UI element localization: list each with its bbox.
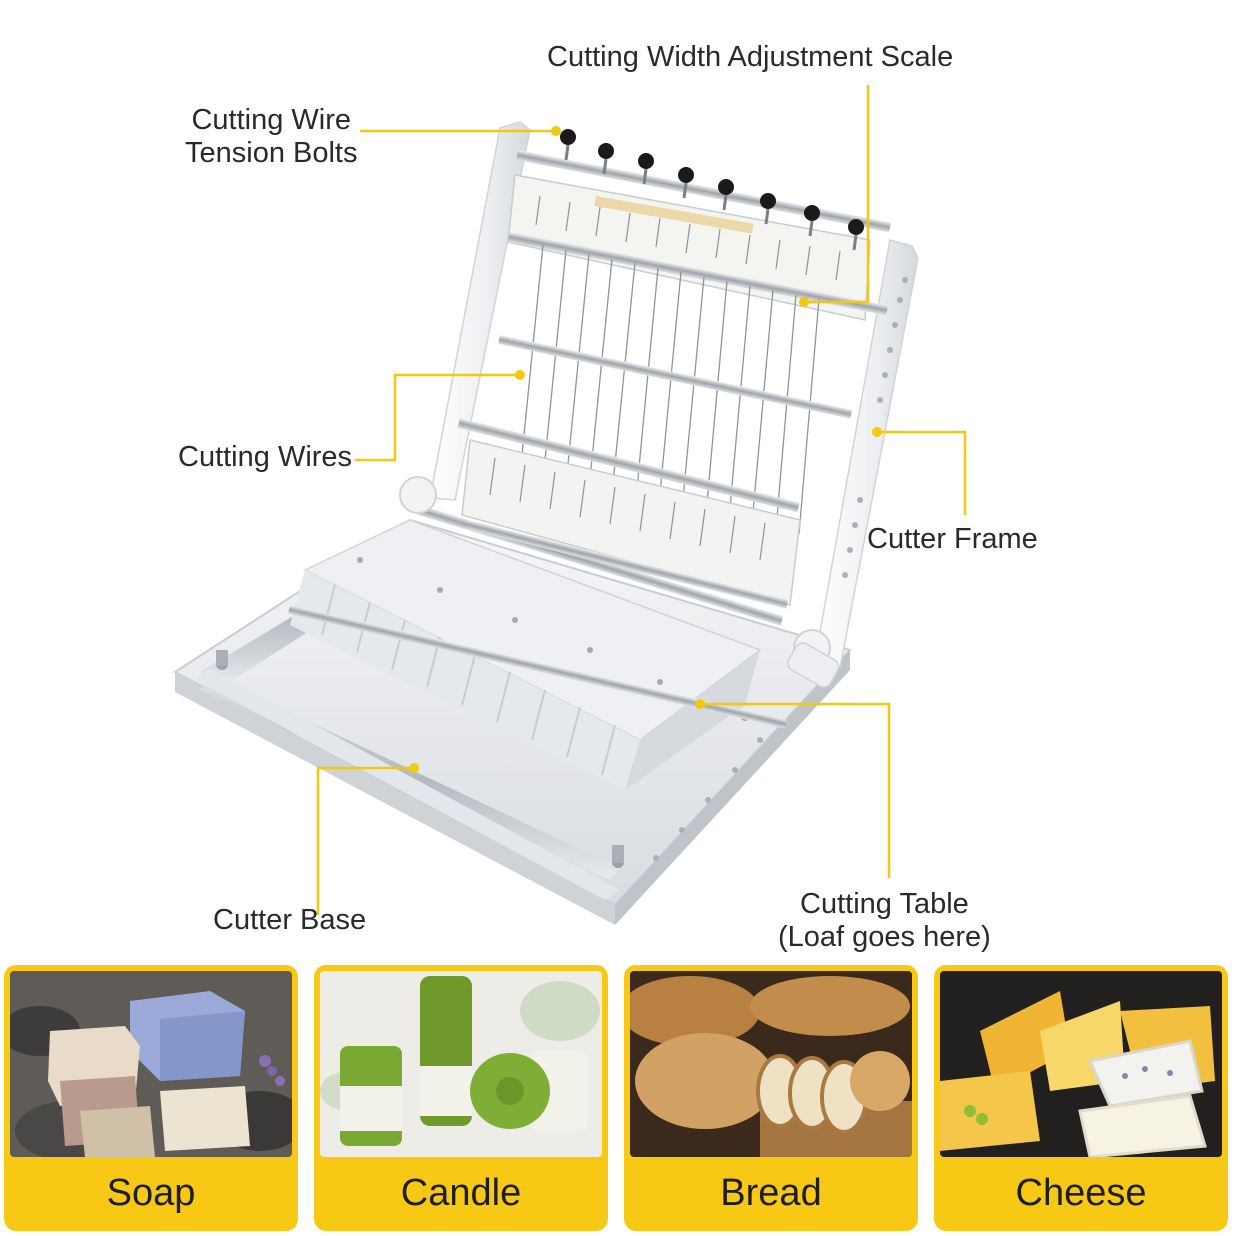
use-card-candle: Candle [314,965,608,1231]
width-scale-label: Cutting Width Adjustment Scale [547,41,954,73]
cutter-diagram [173,85,967,925]
use-card-soap: Soap [4,965,298,1231]
use-label: Candle [400,1172,522,1214]
candle-photo [320,971,602,1157]
use-card-bread: Bread [624,965,918,1231]
cutting-table [290,519,762,790]
use-label: Cheese [1015,1172,1147,1214]
cutting-wires-label: Cutting Wires [178,441,353,473]
cutter-frame [399,121,919,861]
use-label: Soap [106,1172,196,1214]
tension-bolts [560,129,864,235]
use-label: Bread [720,1172,822,1214]
bread-photo [630,971,912,1157]
cutting-wires [519,244,820,535]
cutter-base-label: Cutter Base [213,904,367,936]
callout-leaders [316,85,967,915]
cutting-table-label: Cutting Table (Loaf goes here) [778,888,991,953]
cutter-frame-label: Cutter Frame [867,523,1038,555]
use-card-cheese: Cheese [934,965,1228,1231]
cheese-photo [940,971,1222,1157]
width-adjustment-scale [507,174,871,321]
tension-bolts-label: Cutting Wire Tension Bolts [185,104,358,169]
soap-photo [10,971,292,1157]
